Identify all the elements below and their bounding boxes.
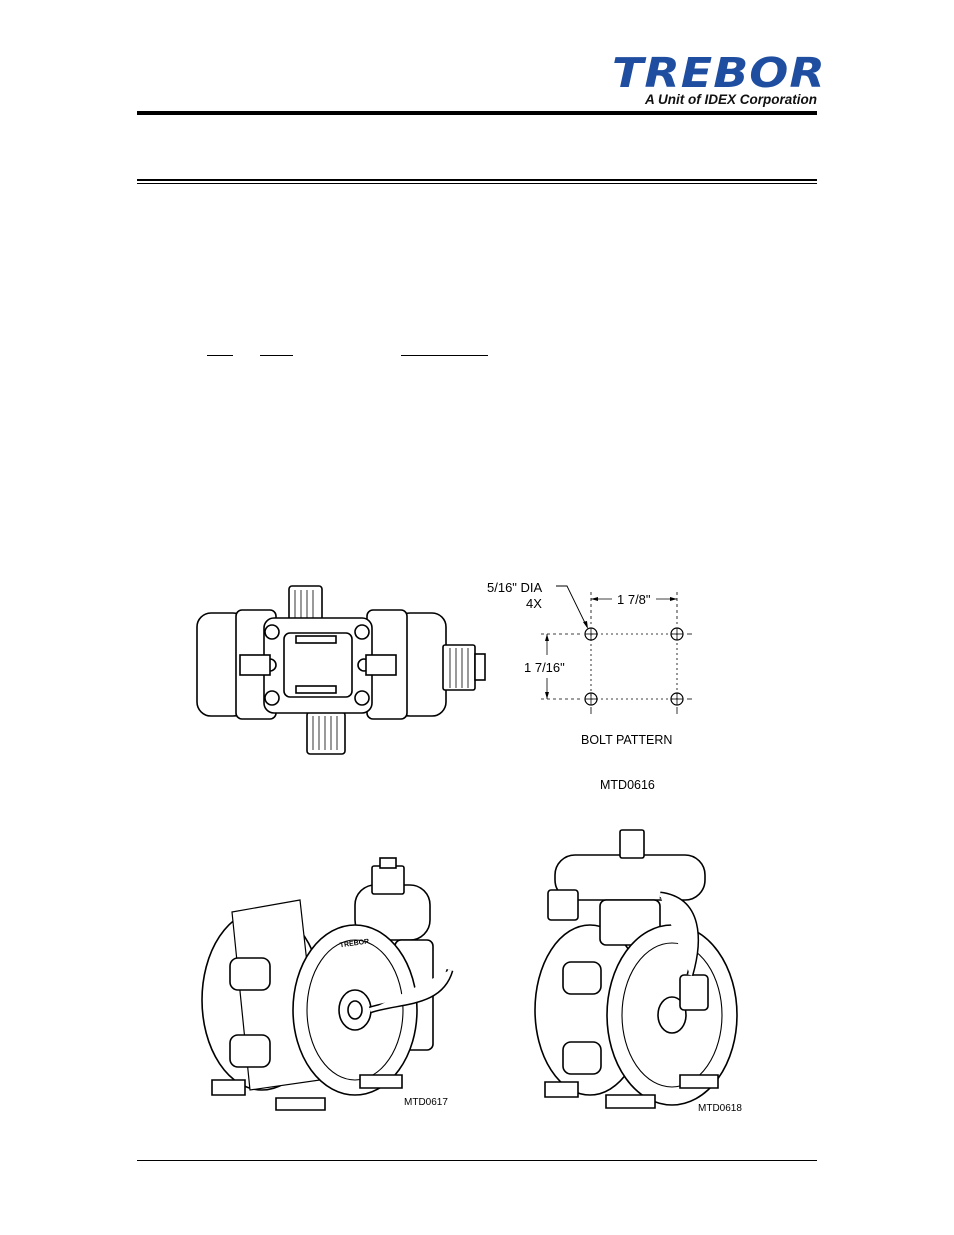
logo-wordmark: TREBOR xyxy=(612,48,826,97)
header-rule xyxy=(137,111,817,115)
vertical-spacing-label: 1 7/16" xyxy=(524,660,565,675)
figure-id-mtd0618: MTD0618 xyxy=(698,1103,742,1114)
section-rule xyxy=(137,179,817,184)
bolt-pattern-caption: BOLT PATTERN xyxy=(581,733,673,747)
figure-id-mtd0617: MTD0617 xyxy=(404,1097,448,1108)
trebor-logo: TREBOR A Unit of IDEX Corporation xyxy=(612,52,825,110)
figure-id-mtd0616: MTD0616 xyxy=(600,778,655,792)
badge-brand-text: TREBOR xyxy=(339,938,369,949)
underline-blank-1 xyxy=(207,355,233,356)
logo-tagline: A Unit of IDEX Corporation xyxy=(645,92,817,107)
underline-blank-2 xyxy=(260,355,293,356)
underline-blank-3 xyxy=(401,355,488,356)
horizontal-spacing-label: 1 7/8" xyxy=(617,592,651,607)
footer-rule xyxy=(137,1160,817,1161)
hole-count-label: 4X xyxy=(526,596,542,611)
hole-callout-label: 5/16" DIA xyxy=(487,580,543,595)
